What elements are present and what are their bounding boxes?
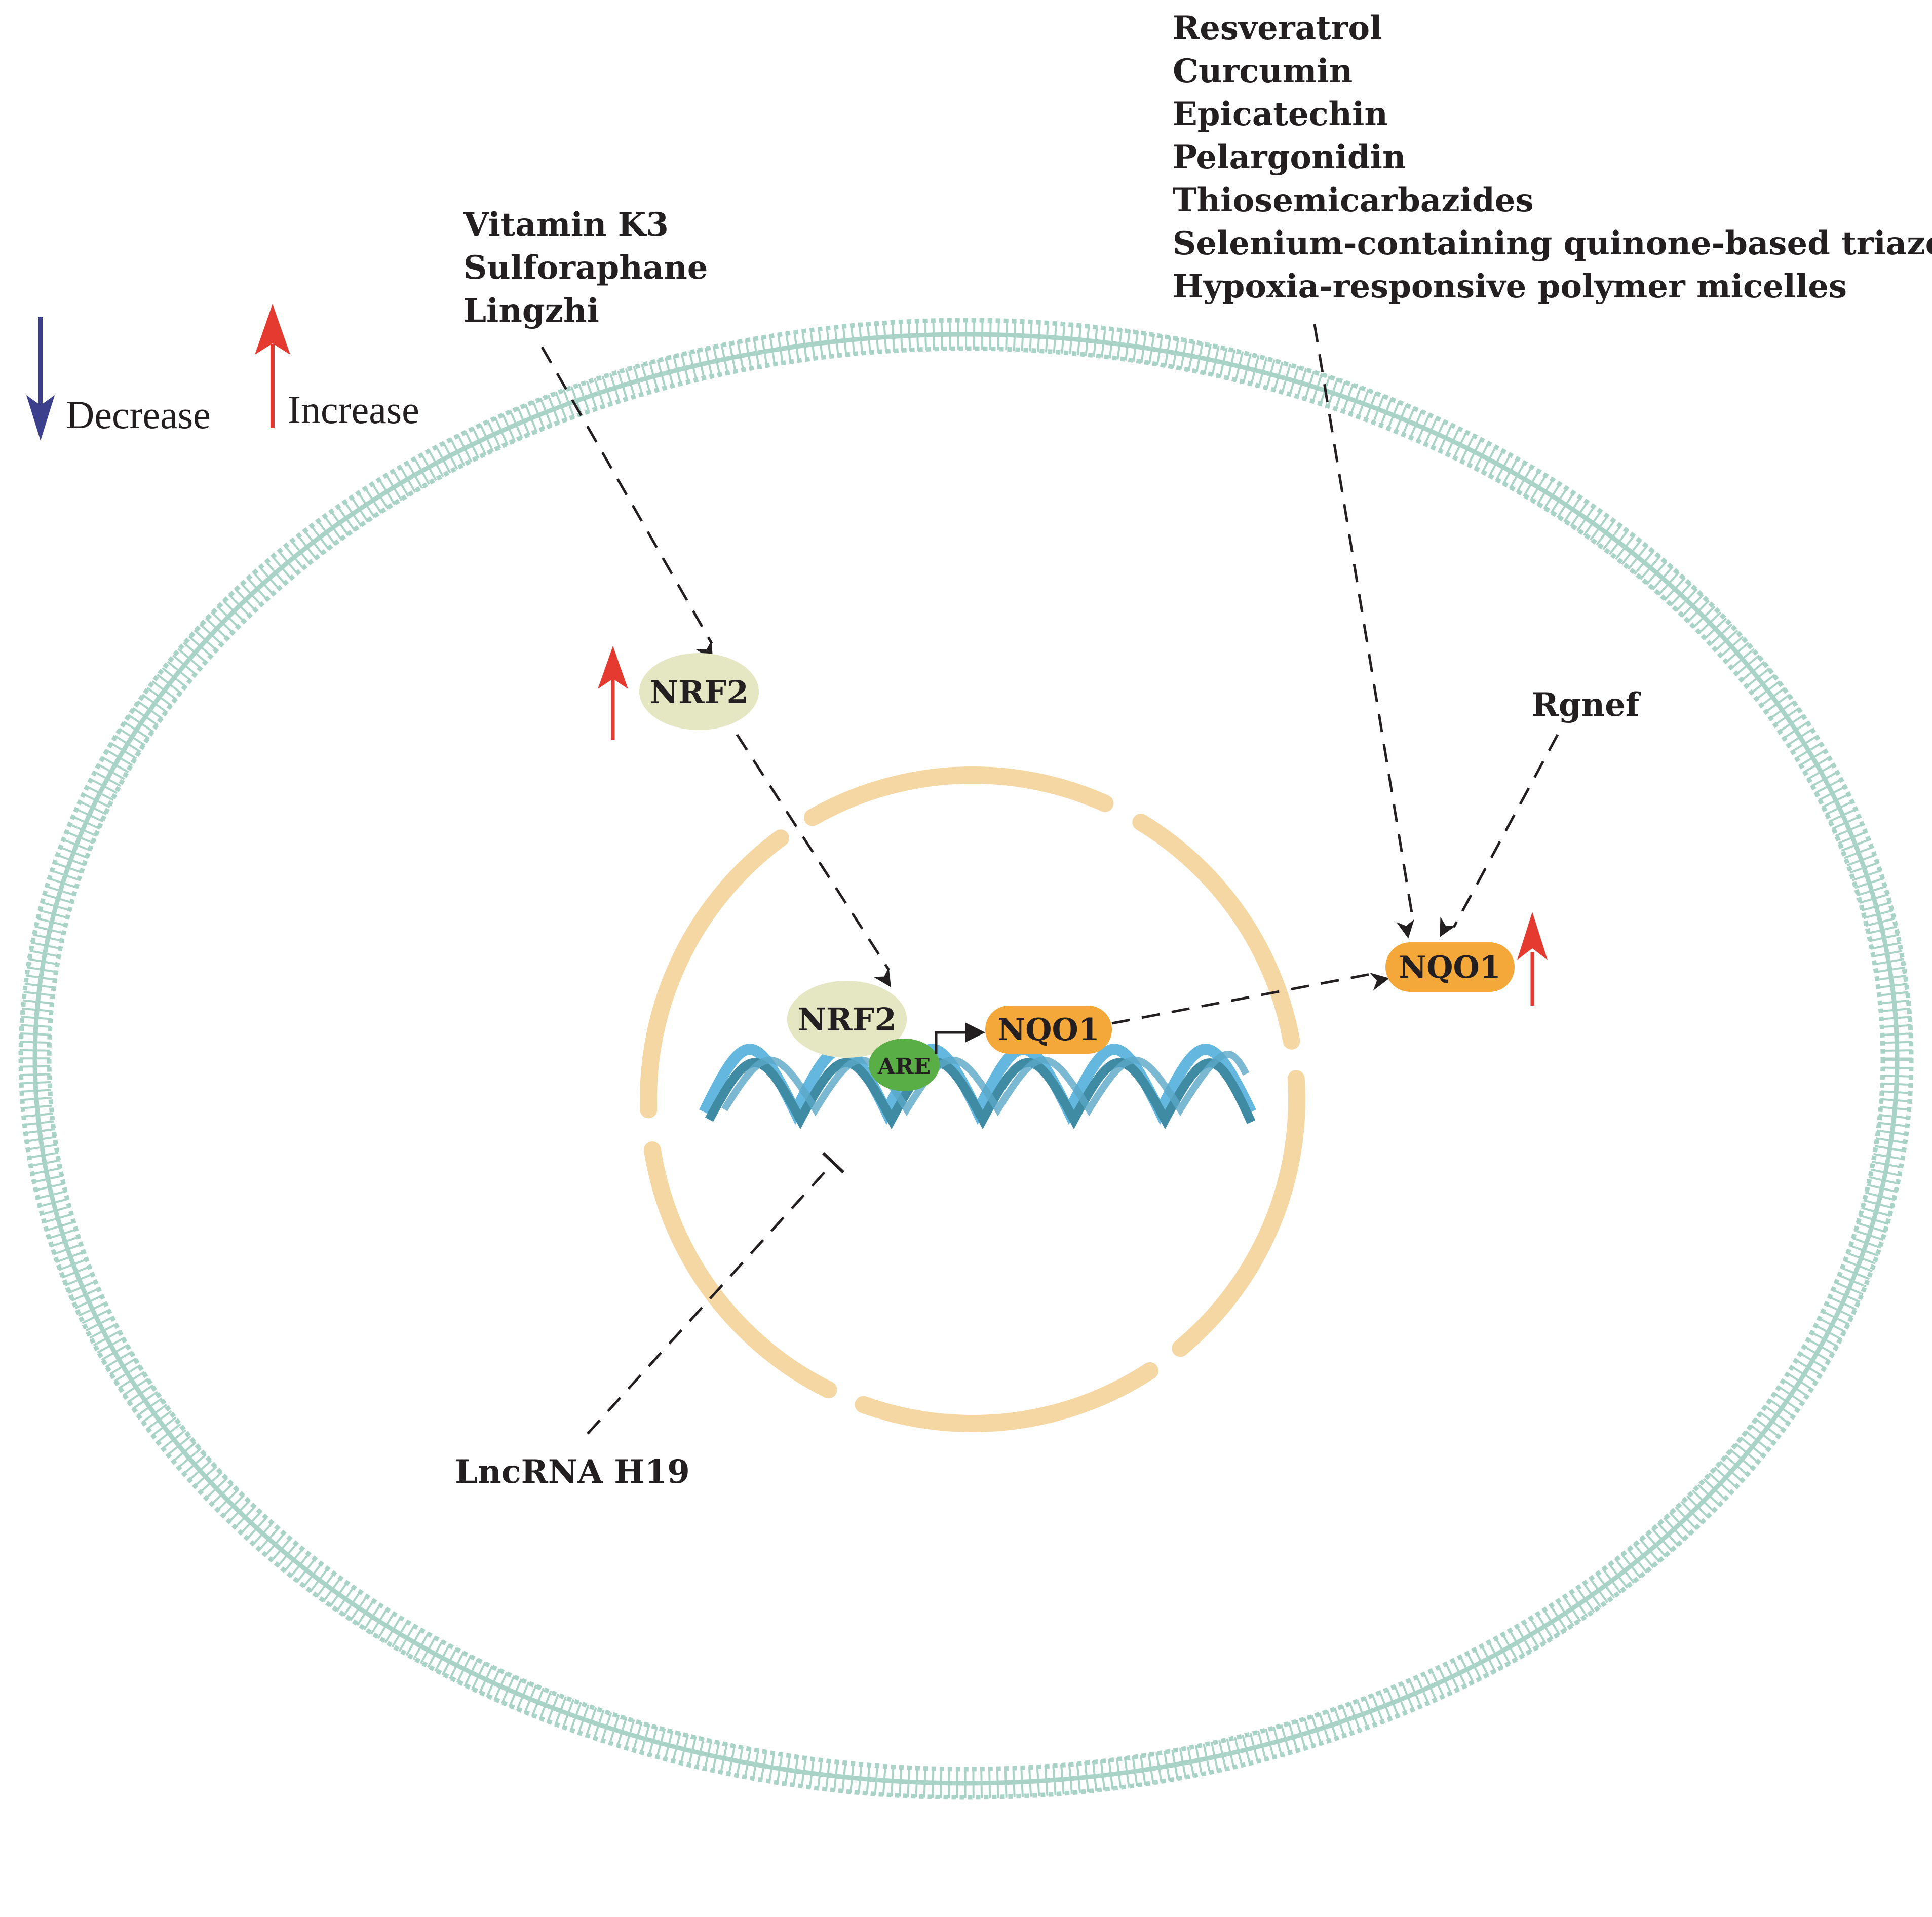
dna-helix [699, 1044, 1256, 1130]
nrf2-translocation-arrow [736, 734, 891, 987]
nrf2-cytoplasm-label: NRF2 [649, 674, 748, 711]
pathway-connectors [540, 324, 1559, 1435]
nqo1-cytoplasm-node: NQO1 [1385, 942, 1515, 992]
nuclear-envelope [640, 766, 1305, 1432]
nqo1-inducer-item: Selenium-containing quinone-based triazo… [1173, 224, 1932, 262]
nqo1-inducer-item: Hypoxia-responsive polymer micelles [1173, 267, 1847, 305]
nrf2-inducer-item: Lingzhi [463, 292, 599, 330]
legend-increase-label: Increase [288, 388, 419, 432]
nrf2-nucleus-label: NRF2 [797, 1001, 896, 1038]
increase-arrow-icon [255, 304, 290, 428]
nqo1-inducer-item: Curcumin [1173, 52, 1353, 90]
nqo1-inducer-item: Thiosemicarbazides [1173, 181, 1533, 219]
nqo1-nucleus-label: NQO1 [997, 1012, 1099, 1048]
nqo1-increase-arrow-icon [1517, 912, 1548, 1006]
inhibition-bar-icon [822, 1152, 845, 1174]
nrf2-nucleus-node: NRF2 [787, 981, 907, 1058]
are-label: ARE [877, 1054, 931, 1080]
rgnef-label: Rgnef [1532, 686, 1641, 724]
inducers-to-nrf2-arrow [540, 346, 713, 661]
nqo1-export-arrow [1111, 972, 1389, 1025]
nqo1-cytoplasm-label: NQO1 [1399, 950, 1500, 985]
nqo1-inducer-item: Pelargonidin [1173, 138, 1406, 176]
legend-decrease-label: Decrease [66, 393, 211, 437]
legend: Decrease Increase [26, 304, 419, 441]
inducers-to-nqo1-arrow [1313, 324, 1415, 939]
transcription-arrow-icon [935, 1022, 985, 1054]
lncrna-h19-label: LncRNA H19 [455, 1453, 690, 1491]
nqo1-inducer-item: Resveratrol [1173, 9, 1382, 47]
nqo1-inducer-list: Resveratrol Curcumin Epicatechin Pelargo… [1173, 9, 1932, 305]
rgnef-to-nqo1-arrow [1440, 734, 1559, 937]
nrf2-increase-arrow-icon [598, 646, 628, 740]
nrf2-inducer-list: Vitamin K3 Sulforaphane Lingzhi [463, 206, 708, 330]
decrease-arrow-icon [26, 317, 55, 441]
nqo1-inducer-item: Epicatechin [1173, 95, 1388, 133]
lncrna-inhibition-line [587, 1162, 834, 1435]
nrf2-inducer-item: Vitamin K3 [463, 206, 669, 244]
nqo1-nucleus-node: NQO1 [985, 1006, 1112, 1054]
nrf2-inducer-item: Sulforaphane [463, 249, 708, 287]
nrf2-cytoplasm-node: NRF2 [639, 653, 759, 730]
cell-membrane [18, 318, 1914, 1800]
are-node: ARE [869, 1039, 940, 1091]
